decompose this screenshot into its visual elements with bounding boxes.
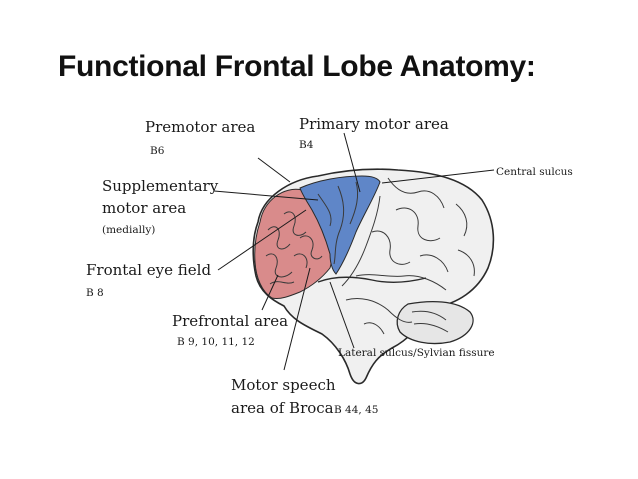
premotor-pointer [257, 157, 291, 183]
premotor-code: B6 [150, 145, 165, 157]
supplementary-label-line2: motor area [102, 199, 187, 217]
sylvian-fissure [317, 276, 427, 283]
frontal-eye-code: B 8 [86, 287, 104, 299]
prefrontal-label: Prefrontal area [172, 312, 289, 330]
prefrontal-pointer [261, 274, 279, 311]
slide-title: Functional Frontal Lobe Anatomy: [58, 50, 536, 83]
central-sulcus-label: Central sulcus [496, 166, 573, 178]
cerebellum [396, 300, 474, 345]
lateral-sulcus-label: Lateral sulcus/Sylvian fissure [338, 347, 495, 359]
primary-motor-pointer [343, 132, 361, 193]
broca-label-line2: area of Broca [231, 399, 334, 417]
supplementary-label-line1: Supplementary [102, 177, 219, 195]
broca-pointer [283, 267, 311, 371]
broca-label-line1: Motor speech [231, 376, 336, 394]
supplementary-note: (medially) [102, 224, 156, 236]
frontal-eye-pointer [217, 209, 307, 271]
central-sulcus-pointer [381, 169, 495, 184]
premotor-label: Premotor area [145, 118, 256, 136]
frontal-eye-label: Frontal eye field [86, 261, 212, 279]
primary-motor-label: Primary motor area [299, 115, 449, 133]
motor-region [299, 175, 381, 275]
primary-motor-code: B4 [299, 139, 314, 151]
lateral-sulcus-pointer [329, 281, 355, 349]
prefrontal-code: B 9, 10, 11, 12 [177, 336, 255, 348]
supplementary-pointer [213, 190, 319, 201]
broca-code: B 44, 45 [334, 404, 379, 416]
